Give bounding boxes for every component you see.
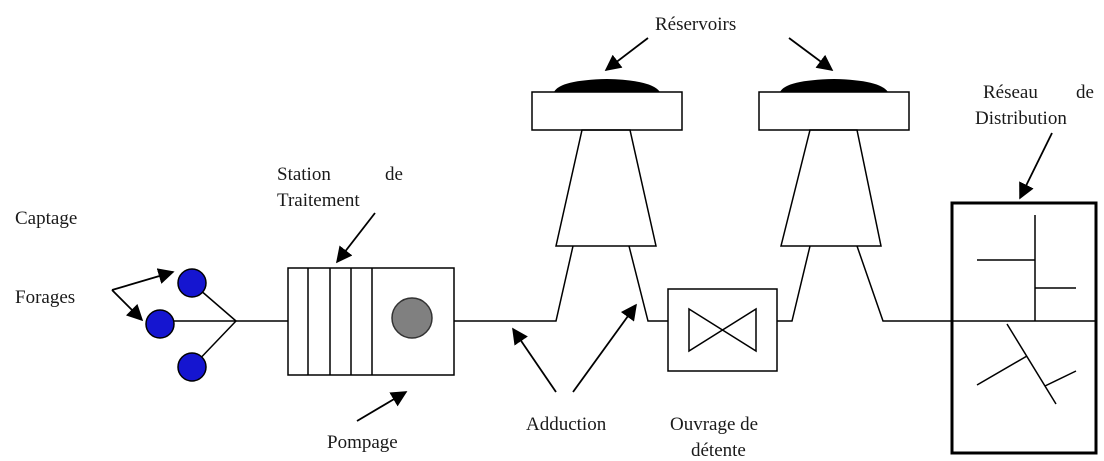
label-reservoirs: Réservoirs	[655, 14, 736, 35]
label-reseau-2: Distribution	[975, 108, 1067, 129]
arrow-forages-well1	[111, 268, 175, 291]
label-station-1a: Station	[277, 164, 331, 185]
reservoir-1	[531, 91, 683, 247]
reservoir-2	[758, 91, 910, 247]
arrow-station	[336, 212, 376, 264]
arrow-forages-well2	[111, 289, 144, 322]
distribution-network	[950, 201, 1098, 455]
pressure-reducer	[667, 288, 778, 372]
pipe-ouvrage-reservoir2	[777, 245, 811, 322]
label-reseau-1a: Réseau	[983, 82, 1038, 103]
pipe-reservoir2-network	[856, 245, 952, 322]
arrow-adduction-1	[512, 327, 557, 393]
label-ouvrage-2: détente	[691, 440, 746, 461]
arrow-adduction-2	[572, 303, 637, 393]
well-3	[177, 352, 207, 382]
reservoir-1-cap	[554, 79, 660, 92]
label-adduction: Adduction	[526, 414, 607, 435]
label-ouvrage-1: Ouvrage de	[670, 414, 758, 435]
label-pompage: Pompage	[327, 432, 398, 453]
pump-circle	[391, 297, 433, 339]
arrow-reservoirs-1	[604, 37, 649, 71]
reservoir-2-cap	[780, 79, 888, 92]
label-station-2: Traitement	[277, 190, 360, 211]
arrow-reseau	[1019, 132, 1053, 200]
well-1	[177, 268, 207, 298]
label-captage: Captage	[15, 208, 77, 229]
well-2	[145, 309, 175, 339]
pipe-reservoir1-ouvrage	[628, 245, 668, 322]
pipe-adduction-1	[454, 245, 574, 322]
label-reseau-1b: de	[1076, 82, 1094, 103]
arrow-reservoirs-2	[788, 37, 834, 71]
label-station-1b: de	[385, 164, 403, 185]
arrow-pompage	[356, 391, 408, 422]
label-forages: Forages	[15, 287, 75, 308]
